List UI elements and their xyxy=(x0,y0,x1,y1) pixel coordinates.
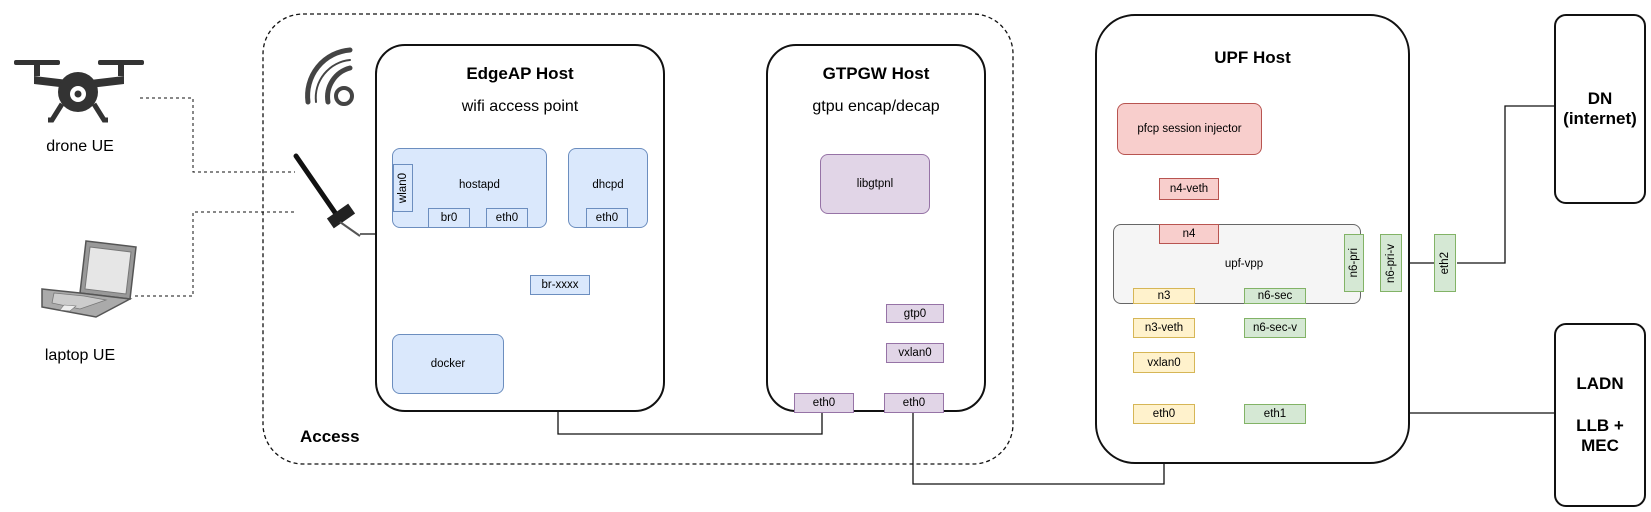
pfcp-session-injector[interactable]: pfcp session injector xyxy=(1117,103,1262,155)
upf-eth0-interface[interactable]: eth0 xyxy=(1133,404,1195,424)
wifi-icon xyxy=(292,44,360,112)
br0-interface[interactable]: br0 xyxy=(428,208,470,228)
n6-pri-interface[interactable]: n6-pri xyxy=(1344,234,1364,292)
edgeap-subtitle: wifi access point xyxy=(461,98,579,115)
dn-box[interactable]: DN (internet) xyxy=(1554,14,1646,204)
libgtpnl-box[interactable]: libgtpnl xyxy=(820,154,930,214)
n4-veth-interface[interactable]: n4-veth xyxy=(1159,178,1219,200)
edgeap-title: EdgeAP Host xyxy=(466,64,574,83)
gtpgw-eth0-left[interactable]: eth0 xyxy=(794,393,854,413)
dn-sublabel: (internet) xyxy=(1563,109,1637,128)
drone-ue-label: drone UE xyxy=(46,138,114,155)
laptop-icon xyxy=(40,237,140,319)
eth2-interface[interactable]: eth2 xyxy=(1434,234,1456,292)
gtpgw-vxlan0-interface[interactable]: vxlan0 xyxy=(886,343,944,363)
ladn-label: LADN xyxy=(1576,374,1624,393)
ladn-mec-label: MEC xyxy=(1581,436,1619,455)
n6-pri-v-interface[interactable]: n6-pri-v xyxy=(1380,234,1402,292)
upf-vpp-label: upf-vpp xyxy=(1224,258,1264,270)
drone-icon xyxy=(12,54,144,132)
upf-title: UPF Host xyxy=(1214,48,1291,67)
access-label: Access xyxy=(300,427,360,446)
ladn-llb-label: LLB + xyxy=(1576,416,1624,435)
dhcpd-eth0-interface[interactable]: eth0 xyxy=(586,208,628,228)
laptop-ue-label: laptop UE xyxy=(44,347,116,364)
gtpgw-subtitle: gtpu encap/decap xyxy=(812,98,940,115)
br-xxxx-bridge[interactable]: br-xxxx xyxy=(530,275,590,295)
dn-label: DN xyxy=(1587,89,1613,108)
n6-sec-v-interface[interactable]: n6-sec-v xyxy=(1244,318,1306,338)
upf-vxlan0-interface[interactable]: vxlan0 xyxy=(1133,352,1195,373)
gtpgw-host: GTPGW Host gtpu encap/decap xyxy=(766,44,986,412)
antenna-icon xyxy=(290,150,370,240)
n3-veth-interface[interactable]: n3-veth xyxy=(1133,318,1195,338)
ladn-box[interactable]: LADN LLB + MEC xyxy=(1554,323,1646,507)
gtp0-interface[interactable]: gtp0 xyxy=(886,304,944,323)
n4-interface[interactable]: n4 xyxy=(1159,224,1219,244)
n3-interface[interactable]: n3 xyxy=(1133,288,1195,304)
wlan0-interface[interactable]: wlan0 xyxy=(393,164,413,212)
gtpgw-eth0-right[interactable]: eth0 xyxy=(884,393,944,413)
edgeap-eth0-interface[interactable]: eth0 xyxy=(486,208,528,228)
dhcpd-label: dhcpd xyxy=(592,179,624,191)
docker-box[interactable]: docker xyxy=(392,334,504,394)
hostapd-label: hostapd xyxy=(459,179,500,191)
n6-sec-interface[interactable]: n6-sec xyxy=(1244,288,1306,304)
eth1-interface[interactable]: eth1 xyxy=(1244,404,1306,424)
gtpgw-title: GTPGW Host xyxy=(822,64,930,83)
